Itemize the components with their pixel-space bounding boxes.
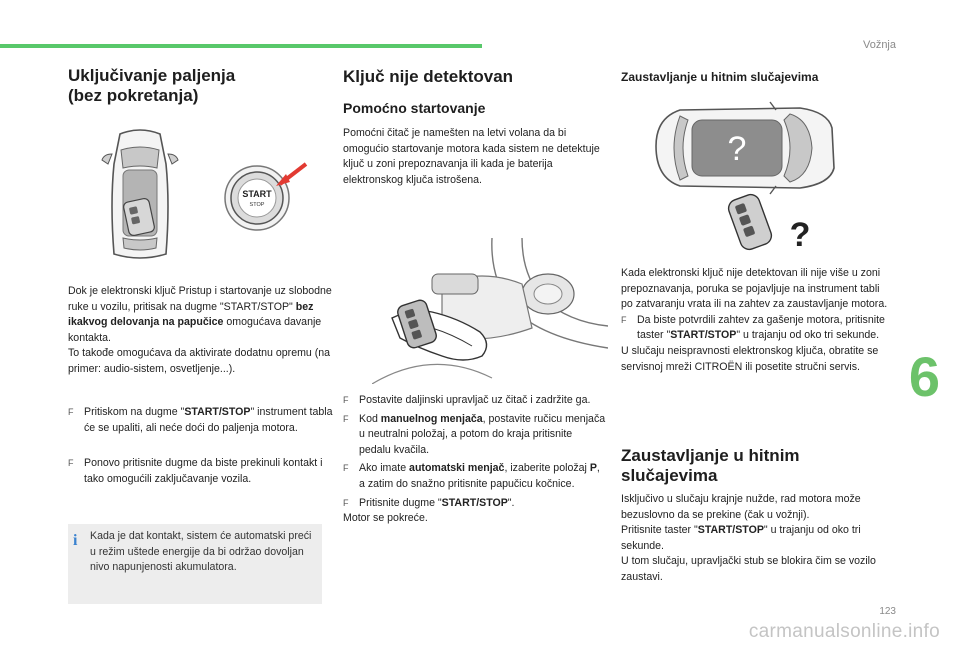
- ignition-figure: START STOP: [90, 124, 320, 264]
- page-number: 123: [879, 606, 896, 617]
- car-top-view-icon: ?: [655, 101, 835, 195]
- info-text: Kada je dat kontakt, sistem će automatsk…: [90, 530, 312, 574]
- watermark: carmanualsonline.info: [748, 621, 940, 642]
- smart-key-icon: ?: [727, 193, 811, 254]
- ignition-bullet-2: F Ponovo pritisnite dugme da biste preki…: [68, 457, 323, 485]
- section-header-title: Vožnja: [862, 39, 896, 51]
- emergency-bullet: F Da biste potvrdili zahtev za gašenje m…: [621, 313, 885, 342]
- step-1: F Postavite daljinski upravljač uz čitač…: [343, 394, 591, 406]
- steering-column-figure: [372, 238, 608, 384]
- start-stop-button-icon: START STOP: [224, 162, 308, 231]
- emergency-stop-subtitle: Zaustavljanje u hitnim slučajevima: [621, 70, 819, 84]
- svg-text:?: ?: [728, 130, 747, 168]
- step-3: F Ako imate automatski menjač, izaberite…: [343, 462, 600, 490]
- emergency-paragraph-1: Kada elektronski ključ nije detektovan i…: [621, 267, 888, 373]
- header-accent-bar: [0, 44, 482, 48]
- step-2: F Kod manuelnog menjača, postavite ručic…: [343, 412, 606, 456]
- info-box: i Kada je dat kontakt, sistem će automat…: [68, 524, 322, 604]
- key-not-detected-figure: ? ?: [650, 98, 850, 254]
- backup-start-paragraph: Pomoćni čitač je namešten na letvi volan…: [343, 127, 600, 186]
- backup-start-steps: F Postavite daljinski upravljač uz čitač…: [343, 393, 606, 527]
- step-4: F Pritisnite dugme "START/STOP".: [343, 496, 515, 509]
- engine-starts-text: Motor se pokreće.: [343, 512, 428, 525]
- info-icon: i: [73, 532, 78, 549]
- chapter-number: 6: [908, 345, 940, 408]
- svg-text:?: ?: [790, 216, 811, 254]
- key-not-detected-title: Ključ nije detektovan: [343, 67, 514, 86]
- ignition-bullet-1: F Pritiskom na dugme "START/STOP" instru…: [68, 406, 333, 434]
- svg-text:STOP: STOP: [250, 202, 265, 208]
- ignition-paragraph: Dok je elektronski ključ Pristup i start…: [68, 285, 332, 375]
- svg-text:START: START: [242, 189, 272, 199]
- backup-start-subtitle: Pomoćno startovanje: [343, 100, 486, 116]
- car-top-view-icon: [101, 129, 179, 259]
- hand-holding-key-icon: [391, 299, 488, 361]
- ignition-title: Uključivanje paljenja(bez pokretanja): [68, 66, 236, 105]
- emergency-paragraph-2: Isključivo u slučaju krajnje nužde, rad …: [621, 493, 876, 583]
